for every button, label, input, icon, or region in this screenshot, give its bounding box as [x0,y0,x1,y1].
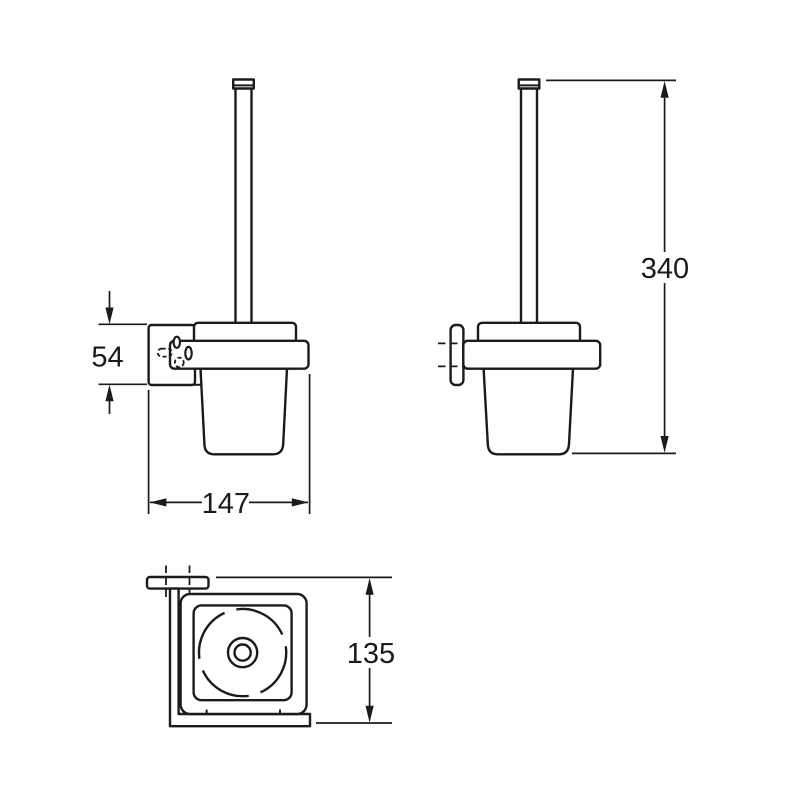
arrow-down-icon [105,307,114,325]
holder-inner-rim [192,604,293,702]
holder-ring [462,339,602,370]
wall-plate-top [145,575,210,590]
dimension-overall-depth: 147 [147,374,311,520]
brush-handle-cap [231,78,255,90]
dimension-top-depth: 135 [216,576,395,724]
arrow-right-icon [291,498,309,507]
screw-hole-hidden [174,356,185,369]
holder-ring [168,339,310,370]
glass-cup [482,367,575,456]
arrow-up-icon [660,81,669,98]
front-view: 54 147 [91,78,311,520]
dimension-label-overall-depth: 147 [202,488,250,520]
dimension-overall-height: 340 [546,79,689,455]
arrow-up-icon [365,578,374,595]
arrow-up-icon [105,384,114,402]
side-view: 340 [438,78,689,456]
dimension-label-plate-height: 54 [91,342,123,374]
grub-screw-hidden [156,347,173,358]
arrow-down-icon [365,705,374,723]
cup-rim-circle [197,607,288,698]
arrow-left-icon [149,498,167,507]
glass-cup [199,367,289,456]
brush-handle-cap [517,78,541,90]
brush-handle-rod [234,82,253,326]
wall-plate-edge [449,323,465,387]
top-view: 135 [145,565,395,728]
dimension-label-top-depth: 135 [347,638,395,670]
dimension-label-overall-height: 340 [641,253,689,285]
mounting-bracket [168,587,312,728]
screw-slot-middle [184,345,193,361]
screw-slot-top [172,335,182,349]
dimension-plate-height: 54 [91,291,147,414]
brush-hub-inner [233,643,252,662]
brush-handle-rod [519,82,539,326]
arrow-down-icon [660,436,669,453]
brush-hub-outer [226,636,259,669]
